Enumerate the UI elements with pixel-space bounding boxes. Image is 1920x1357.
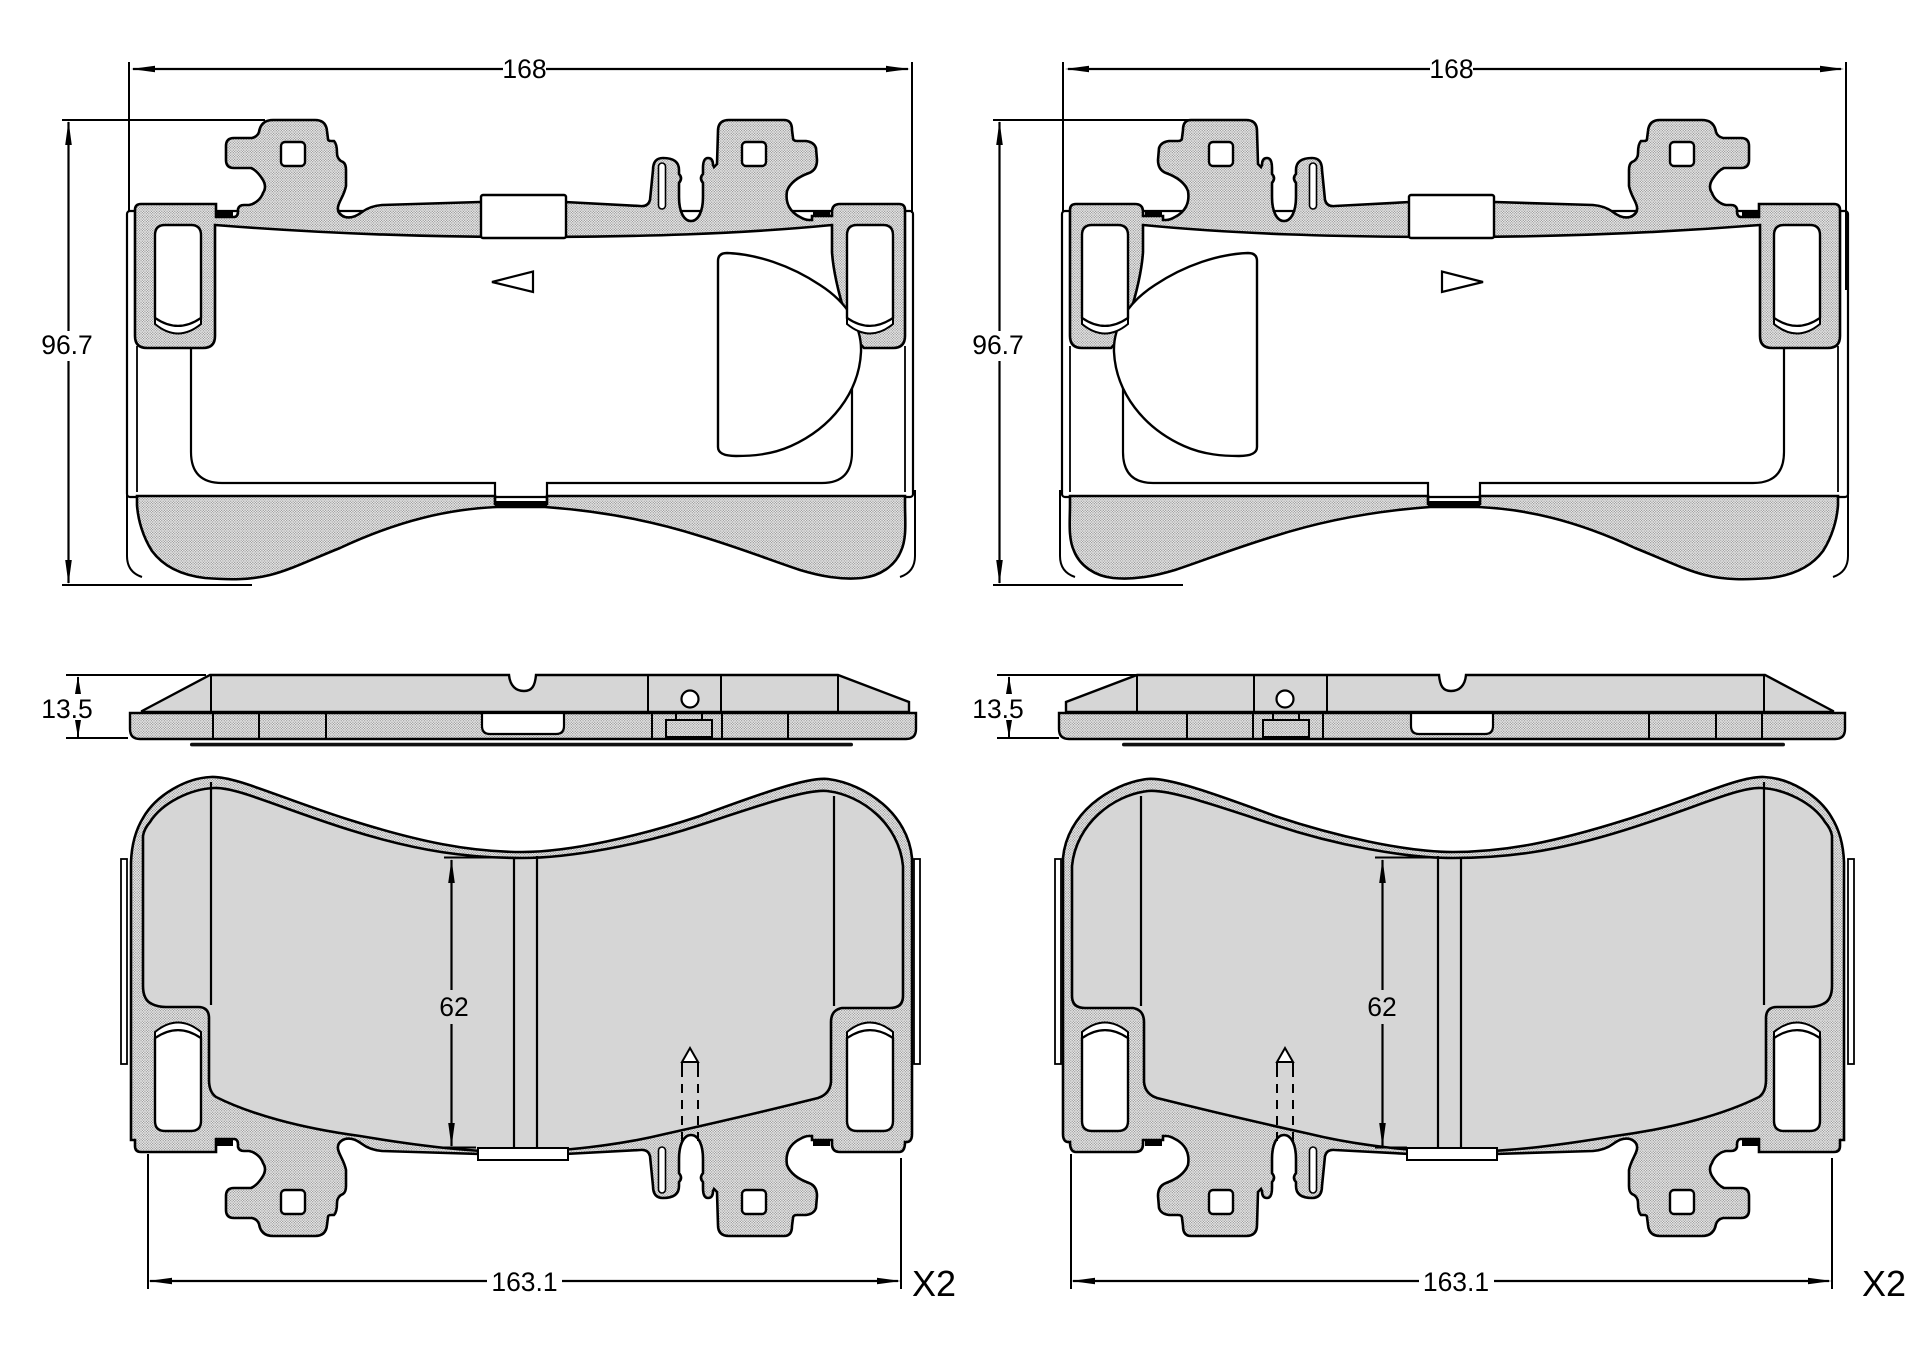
svg-text:168: 168	[502, 54, 546, 84]
svg-text:163.1: 163.1	[491, 1267, 557, 1297]
svg-text:62: 62	[1367, 992, 1396, 1022]
svg-text:163.1: 163.1	[1423, 1267, 1489, 1297]
svg-text:96.7: 96.7	[972, 330, 1024, 360]
svg-text:168: 168	[1429, 54, 1473, 84]
svg-text:62: 62	[439, 992, 468, 1022]
svg-text:X2: X2	[1862, 1263, 1906, 1304]
svg-text:X2: X2	[912, 1263, 956, 1304]
svg-text:13.5: 13.5	[41, 694, 93, 724]
svg-text:13.5: 13.5	[972, 694, 1024, 724]
svg-text:96.7: 96.7	[41, 330, 93, 360]
